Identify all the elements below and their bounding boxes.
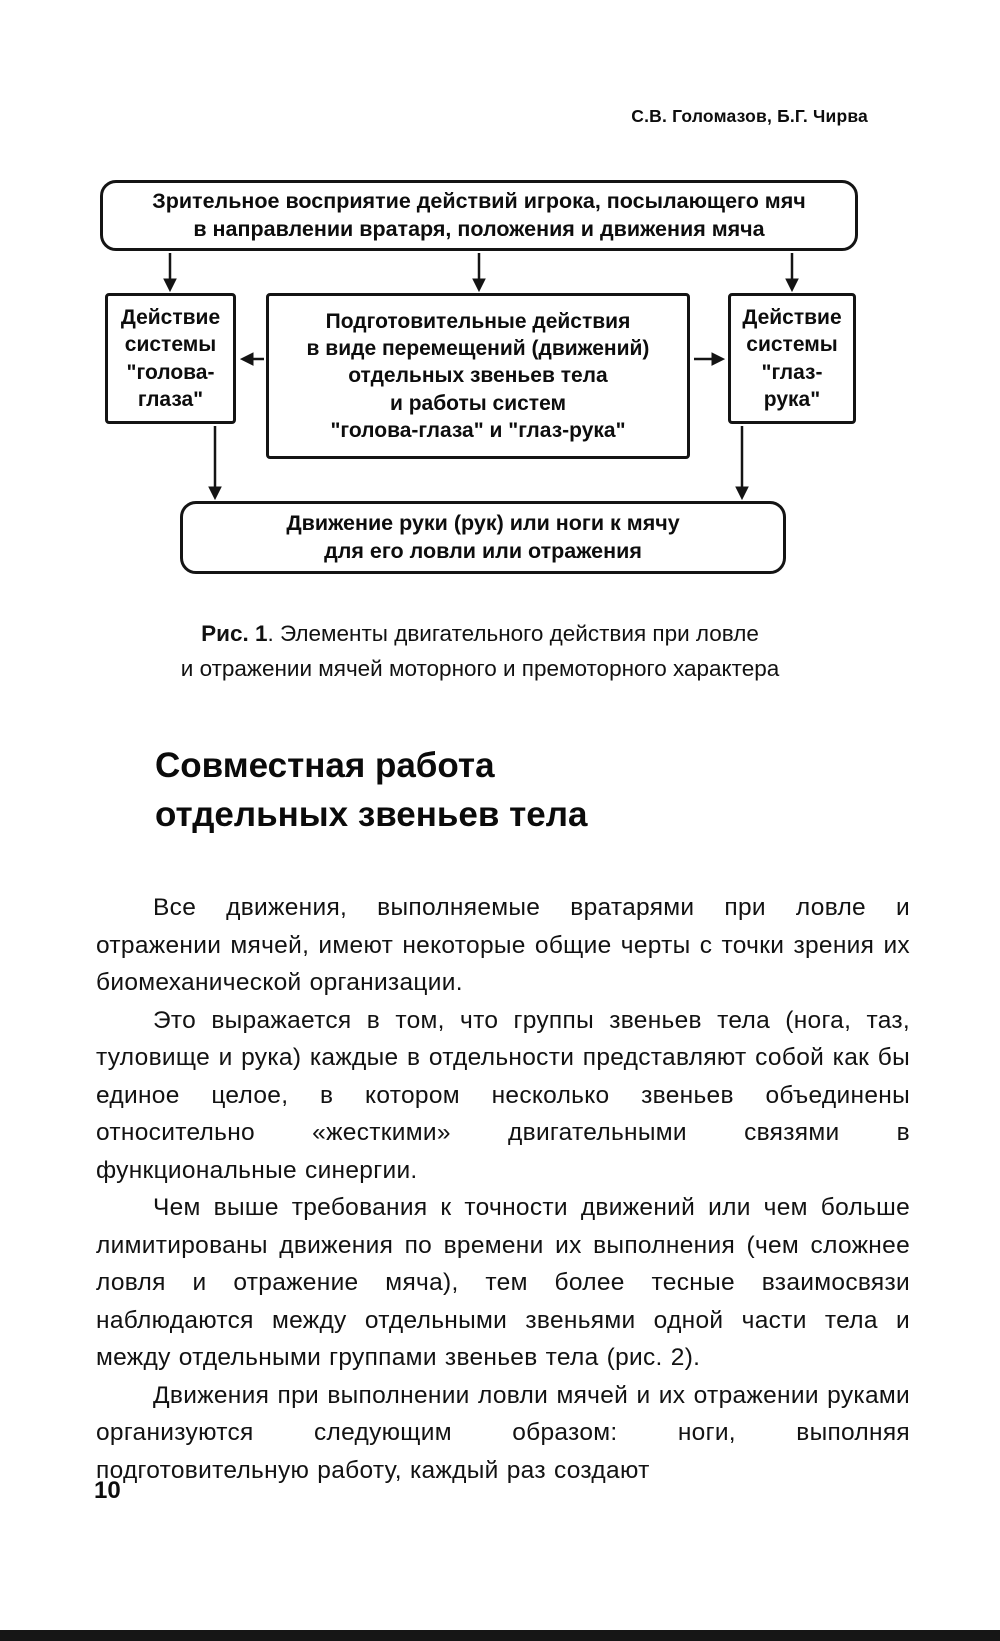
running-header: С.В. Голомазов, Б.Г. Чирва (631, 106, 868, 126)
figure-box-visual-perception: Зрительное восприятие действий игрока, п… (100, 180, 858, 251)
paragraph-3: Чем выше требования к точности движений … (96, 1194, 910, 1371)
body-text: Все движения, выполняемые вратарями при … (96, 889, 910, 1489)
figure-caption-label: Рис. 1 (201, 621, 268, 646)
paragraph-2: Это выражается в том, что группы звеньев… (96, 1006, 910, 1184)
page-number: 10 (94, 1477, 121, 1504)
figure-box-eye-hand-system: Действие системы "глаз- рука" (728, 293, 856, 424)
figure-caption: Рис. 1. Элементы двигательного действия … (0, 616, 960, 686)
scan-edge (0, 1630, 1000, 1641)
figure-caption-text: . Элементы двигательного действия при ло… (180, 621, 780, 681)
figure-box-head-eyes-system: Действие системы "голова- глаза" (105, 293, 236, 424)
figure-1-diagram: Зрительное восприятие действий игрока, п… (0, 175, 1000, 577)
figure-box-limb-movement: Движение руки (рук) или ноги к мячу для … (180, 501, 786, 574)
paragraph-1: Все движения, выполняемые вратарями при … (96, 894, 910, 996)
section-heading: Совместная работа отдельных звеньев тела (155, 746, 588, 834)
figure-box-preparatory-actions: Подготовительные действия в виде перемещ… (266, 293, 690, 459)
paragraph-4: Движения при выполнении ловли мячей и их… (96, 1381, 910, 1484)
flow-arrows-icon (163, 253, 799, 501)
